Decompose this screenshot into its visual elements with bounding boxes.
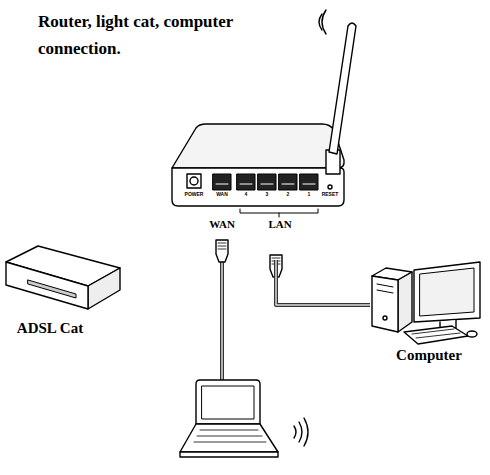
lan-port [279,174,297,190]
power-jack [187,174,201,188]
laptop-display [202,386,254,419]
lan-port [300,174,318,190]
rj45-plug [216,240,228,262]
router-top [172,124,344,168]
port-label: 2 [287,191,290,197]
laptop-screen [196,380,260,424]
power-jack [190,177,198,185]
device-label: ADSL Cat [17,319,83,337]
radio-wave [294,418,308,446]
device-label: Computer [396,346,462,364]
radio-wave [322,10,326,34]
port-label: POWER [185,191,204,197]
lan-port [258,174,276,190]
port-group-label: WAN [208,218,236,231]
modem-front [6,262,88,309]
modem-side [88,268,120,309]
monitor [414,262,480,322]
reset-button [328,185,332,189]
mouse [467,331,477,337]
router-front [172,168,344,206]
antenna [329,23,356,154]
port-label: 1 [308,191,311,197]
adsl-modem: ADSL Cat [4,244,122,342]
port-group-label: LAN [267,218,292,231]
lan-bracket [240,209,318,217]
laptop-base [180,424,278,452]
keyboard [404,326,468,344]
lan-port [237,174,255,190]
router: POWER WAN 4 3 2 1 RESET [160,60,346,260]
wan-cable [220,260,224,398]
modem-slot [28,280,76,298]
computer: Computer [370,260,486,368]
port-label: 3 [266,191,269,197]
diagram-title: Router, light cat, computer connection. [38,8,253,62]
wan-port [213,174,231,190]
port-label: RESET [322,191,339,197]
network-cable [276,260,370,305]
port-label: 4 [245,191,248,197]
port-label: WAN [216,191,228,197]
